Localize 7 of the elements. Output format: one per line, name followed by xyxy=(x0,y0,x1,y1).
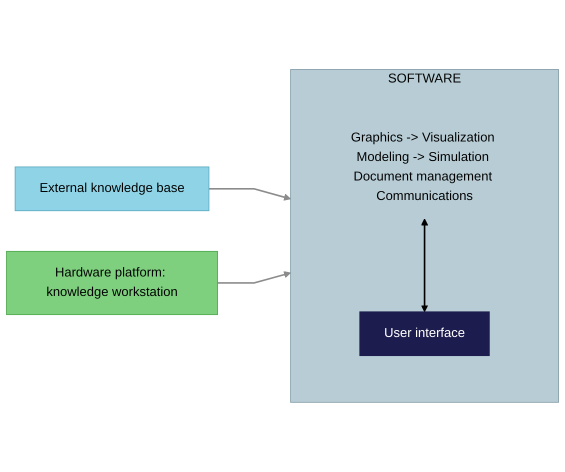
arrow xyxy=(420,218,428,312)
node-box: External knowledge base xyxy=(14,166,210,212)
node-box: Hardware platform: knowledge workstation xyxy=(6,251,218,316)
arrow xyxy=(218,271,291,284)
arrow xyxy=(208,188,291,201)
node-box: User interface xyxy=(359,312,490,356)
node-text: Graphics -> Visualization Modeling -> Simulation Document management Communications xyxy=(350,130,495,204)
